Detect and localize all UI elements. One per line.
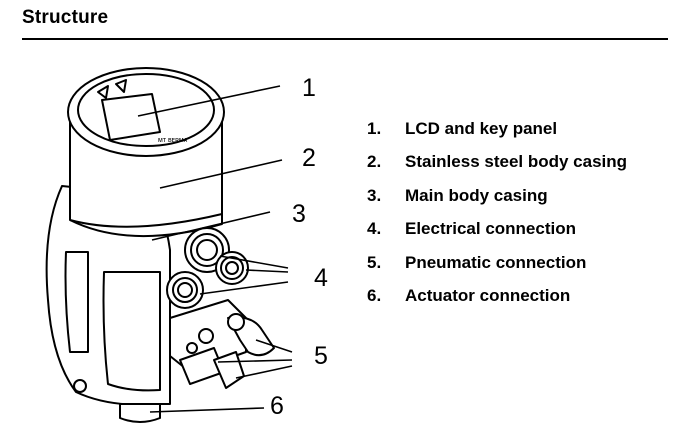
legend-text: Electrical connection — [405, 219, 576, 239]
legend-item: 1.LCD and key panel — [367, 118, 558, 138]
device-label: ᴍᴛ ʙᴇʀᴍᴀ — [158, 137, 188, 144]
legend-text: Stainless steel body casing — [405, 152, 628, 172]
lcd-screen-icon — [101, 93, 161, 141]
callout-2: 2 — [302, 144, 316, 172]
legend-item: 3.Main body casing — [367, 185, 548, 205]
body-side-window — [64, 251, 89, 353]
leader-line-2 — [159, 159, 283, 189]
key-left-icon — [97, 85, 109, 99]
leader-line-4b — [245, 269, 289, 273]
body-front-panel — [102, 271, 161, 392]
callout-1: 1 — [302, 74, 316, 102]
component-legend: 1.LCD and key panel 2.Stainless steel bo… — [367, 112, 627, 313]
legend-item: 2.Stainless steel body casing — [367, 152, 628, 172]
actuator-stub — [119, 403, 161, 423]
callout-6: 6 — [270, 392, 284, 420]
leader-line-4c — [199, 281, 289, 295]
pneumatic-elbow-lower — [213, 351, 245, 389]
section-title: Structure — [22, 7, 109, 28]
legend-item: 4.Electrical connection — [367, 219, 576, 239]
title-divider — [22, 38, 668, 40]
leader-line-4a — [219, 255, 289, 269]
body-screw-icon — [73, 379, 87, 393]
leader-line-5b — [217, 359, 293, 363]
legend-text: Actuator connection — [405, 286, 571, 306]
legend-item: 5.Pneumatic connection — [367, 252, 587, 272]
leader-line-3 — [151, 211, 271, 241]
key-right-icon — [115, 79, 127, 93]
legend-text: Main body casing — [405, 185, 548, 205]
callout-5: 5 — [314, 342, 328, 370]
leader-line-6 — [149, 407, 265, 413]
electrical-connector-upper — [184, 227, 230, 273]
legend-item: 6.Actuator connection — [367, 286, 571, 306]
leader-line-5c — [235, 365, 293, 379]
callout-3: 3 — [292, 200, 306, 228]
callout-4: 4 — [314, 264, 328, 292]
leader-line-5a — [255, 339, 293, 353]
legend-text: LCD and key panel — [405, 118, 558, 138]
leader-line-1 — [137, 85, 281, 117]
electrical-connector-lower — [166, 271, 204, 309]
legend-text: Pneumatic connection — [405, 252, 587, 272]
electrical-connector-right — [215, 251, 249, 285]
